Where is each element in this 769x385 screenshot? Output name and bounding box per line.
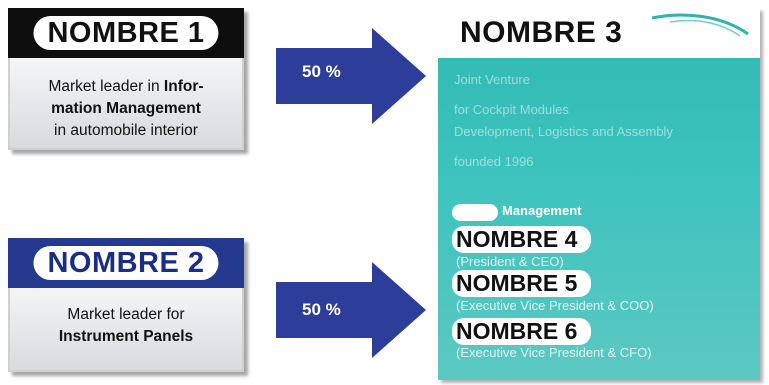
company-box-2-description: Market leader for Instrument Panels [8, 288, 244, 372]
management-heading: Management [450, 203, 581, 218]
company-box-1: NOMBRE 1 Market leader in Infor- mation … [8, 8, 244, 150]
company-box-2-line1: Market leader for [67, 306, 185, 323]
company-box-1-title: NOMBRE 1 [33, 16, 219, 50]
redaction-blob [452, 204, 498, 221]
company-box-3-line1: Joint Venture [454, 72, 530, 87]
swoosh-logo-icon [651, 13, 749, 37]
company-box-3-line4: founded 1996 [454, 154, 534, 169]
company-box-1-line1: Market leader in [48, 78, 164, 95]
company-box-3-header: NOMBRE 3 [438, 8, 760, 58]
person-role-4: (President & CEO) [456, 254, 564, 269]
company-box-1-line1-bold: Infor- [163, 78, 204, 95]
company-box-3: NOMBRE 3 Joint Venture for Cockpit Modul… [438, 8, 760, 380]
company-box-3-line3: Development, Logistics and Assembly [454, 124, 673, 139]
company-box-2-title: NOMBRE 2 [33, 246, 219, 280]
arrow-top-icon [276, 28, 426, 124]
person-name-5: NOMBRE 5 [452, 270, 592, 297]
person-role-5: (Executive Vice President & COO) [456, 298, 654, 313]
arrow-bottom-label: 50 % [302, 300, 341, 319]
company-box-3-line2: for Cockpit Modules [454, 102, 569, 117]
company-box-3-title: NOMBRE 3 [460, 16, 623, 49]
person-role-6: (Executive Vice President & CFO) [456, 345, 652, 360]
company-box-1-description: Market leader in Infor- mation Managemen… [8, 58, 244, 150]
company-box-2-line2: Instrument Panels [58, 328, 194, 345]
company-box-1-header: NOMBRE 1 [8, 8, 244, 58]
person-name-4: NOMBRE 4 [452, 226, 592, 253]
company-box-1-line3: in automobile interior [54, 122, 198, 139]
person-name-6: NOMBRE 6 [452, 318, 592, 345]
company-box-2-header: NOMBRE 2 [8, 238, 244, 288]
management-label: Management [502, 203, 582, 218]
arrow-bottom-icon [276, 262, 426, 358]
company-box-1-line2: mation Management [51, 100, 201, 117]
company-box-2: NOMBRE 2 Market leader for Instrument Pa… [8, 238, 244, 372]
arrow-top-label: 50 % [302, 62, 341, 81]
